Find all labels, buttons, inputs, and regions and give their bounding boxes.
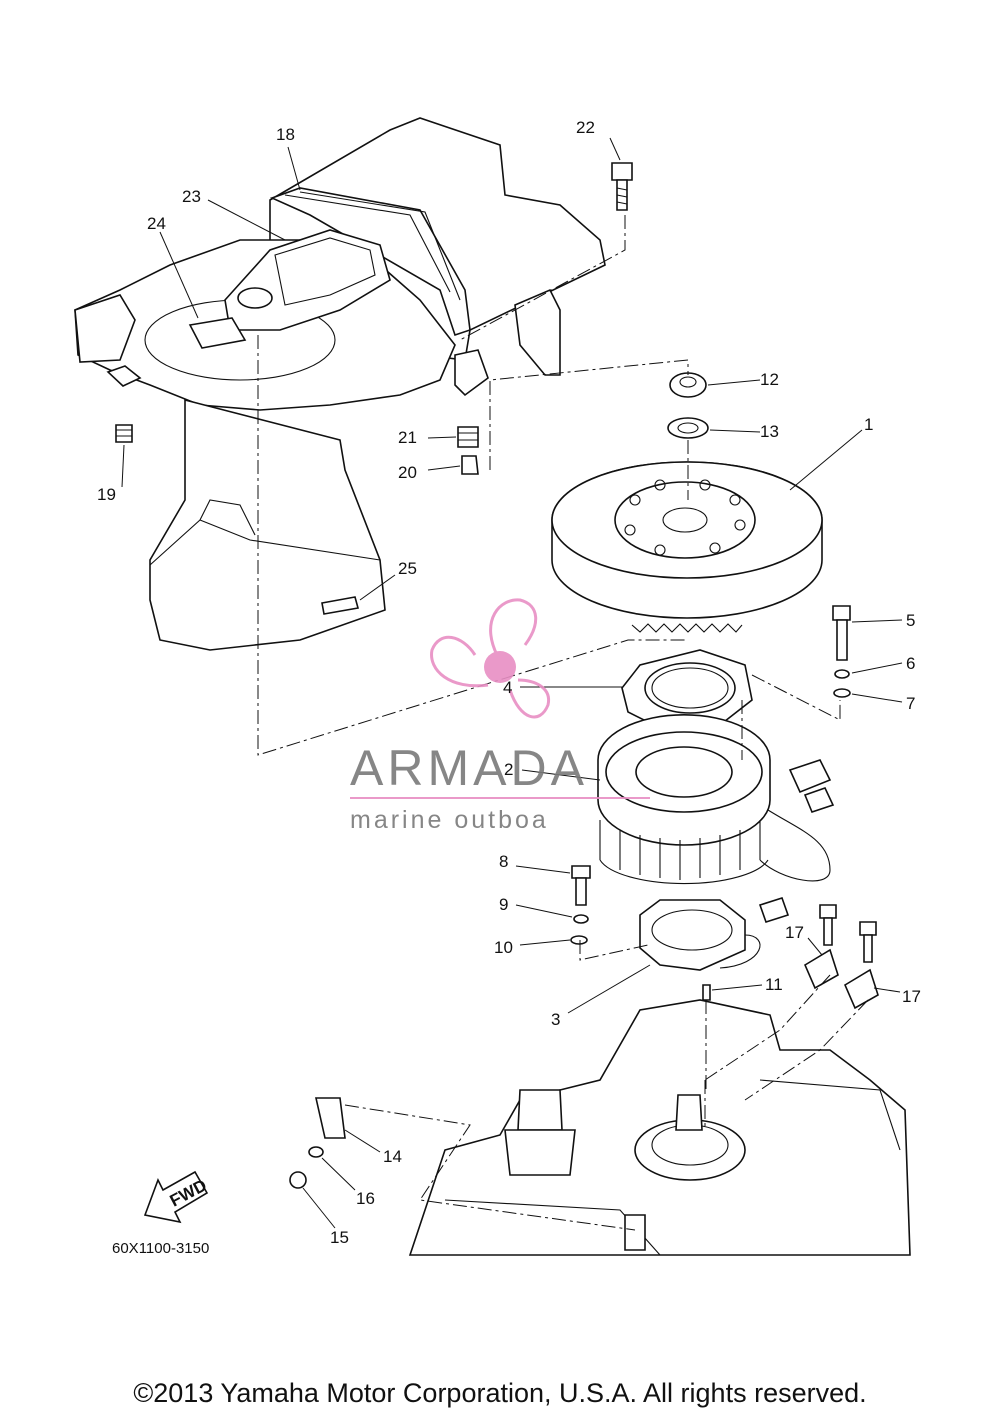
diagram-code: 60X1100-3150 [112, 1240, 210, 1257]
callout-15: 15 [330, 1228, 349, 1247]
powerhead [408, 999, 911, 1256]
callout-5: 5 [906, 611, 915, 630]
callout-17-right: 17 [902, 987, 921, 1006]
armada-watermark: ARMADA marine outboa [350, 598, 650, 834]
callout-7: 7 [906, 694, 915, 713]
fwd-arrow-icon: FWD [143, 1170, 210, 1224]
callout-6: 6 [906, 654, 915, 673]
callout-4: 4 [503, 678, 512, 697]
callout-17-left: 17 [785, 923, 804, 942]
callout-21: 21 [398, 428, 417, 447]
callout-16: 16 [356, 1189, 375, 1208]
callout-22: 22 [576, 118, 595, 137]
callout-23: 23 [182, 187, 201, 206]
callout-8: 8 [499, 852, 508, 871]
hardware [289, 605, 879, 1189]
pulser-coil [639, 897, 790, 971]
callout-20: 20 [398, 463, 417, 482]
copyright-notice: ©2013 Yamaha Motor Corporation, U.S.A. A… [133, 1378, 867, 1408]
watermark-brand: ARMADA [350, 740, 588, 796]
callout-18: 18 [276, 125, 295, 144]
callout-1: 1 [864, 415, 873, 434]
callout-14: 14 [383, 1147, 402, 1166]
stator [597, 714, 835, 885]
callout-19: 19 [97, 485, 116, 504]
watermark-tagline: marine outboa [350, 806, 549, 834]
callout-24: 24 [147, 214, 166, 233]
leader-lines [121, 137, 903, 1229]
base-plate [621, 649, 753, 729]
callout-3: 3 [551, 1010, 560, 1029]
flywheel-cover [74, 117, 633, 651]
assembly-lines [257, 215, 869, 1231]
callout-labels: 1 2 3 4 5 6 7 8 9 10 11 12 13 14 15 16 1… [97, 118, 921, 1247]
flywheel [551, 372, 823, 633]
callout-9: 9 [499, 895, 508, 914]
callout-11: 11 [765, 975, 783, 994]
callout-13: 13 [760, 422, 779, 441]
propeller-logo-icon [430, 598, 551, 719]
callout-10: 10 [494, 938, 513, 957]
callout-2: 2 [504, 760, 513, 779]
callout-12: 12 [760, 370, 779, 389]
callout-25: 25 [398, 559, 417, 578]
